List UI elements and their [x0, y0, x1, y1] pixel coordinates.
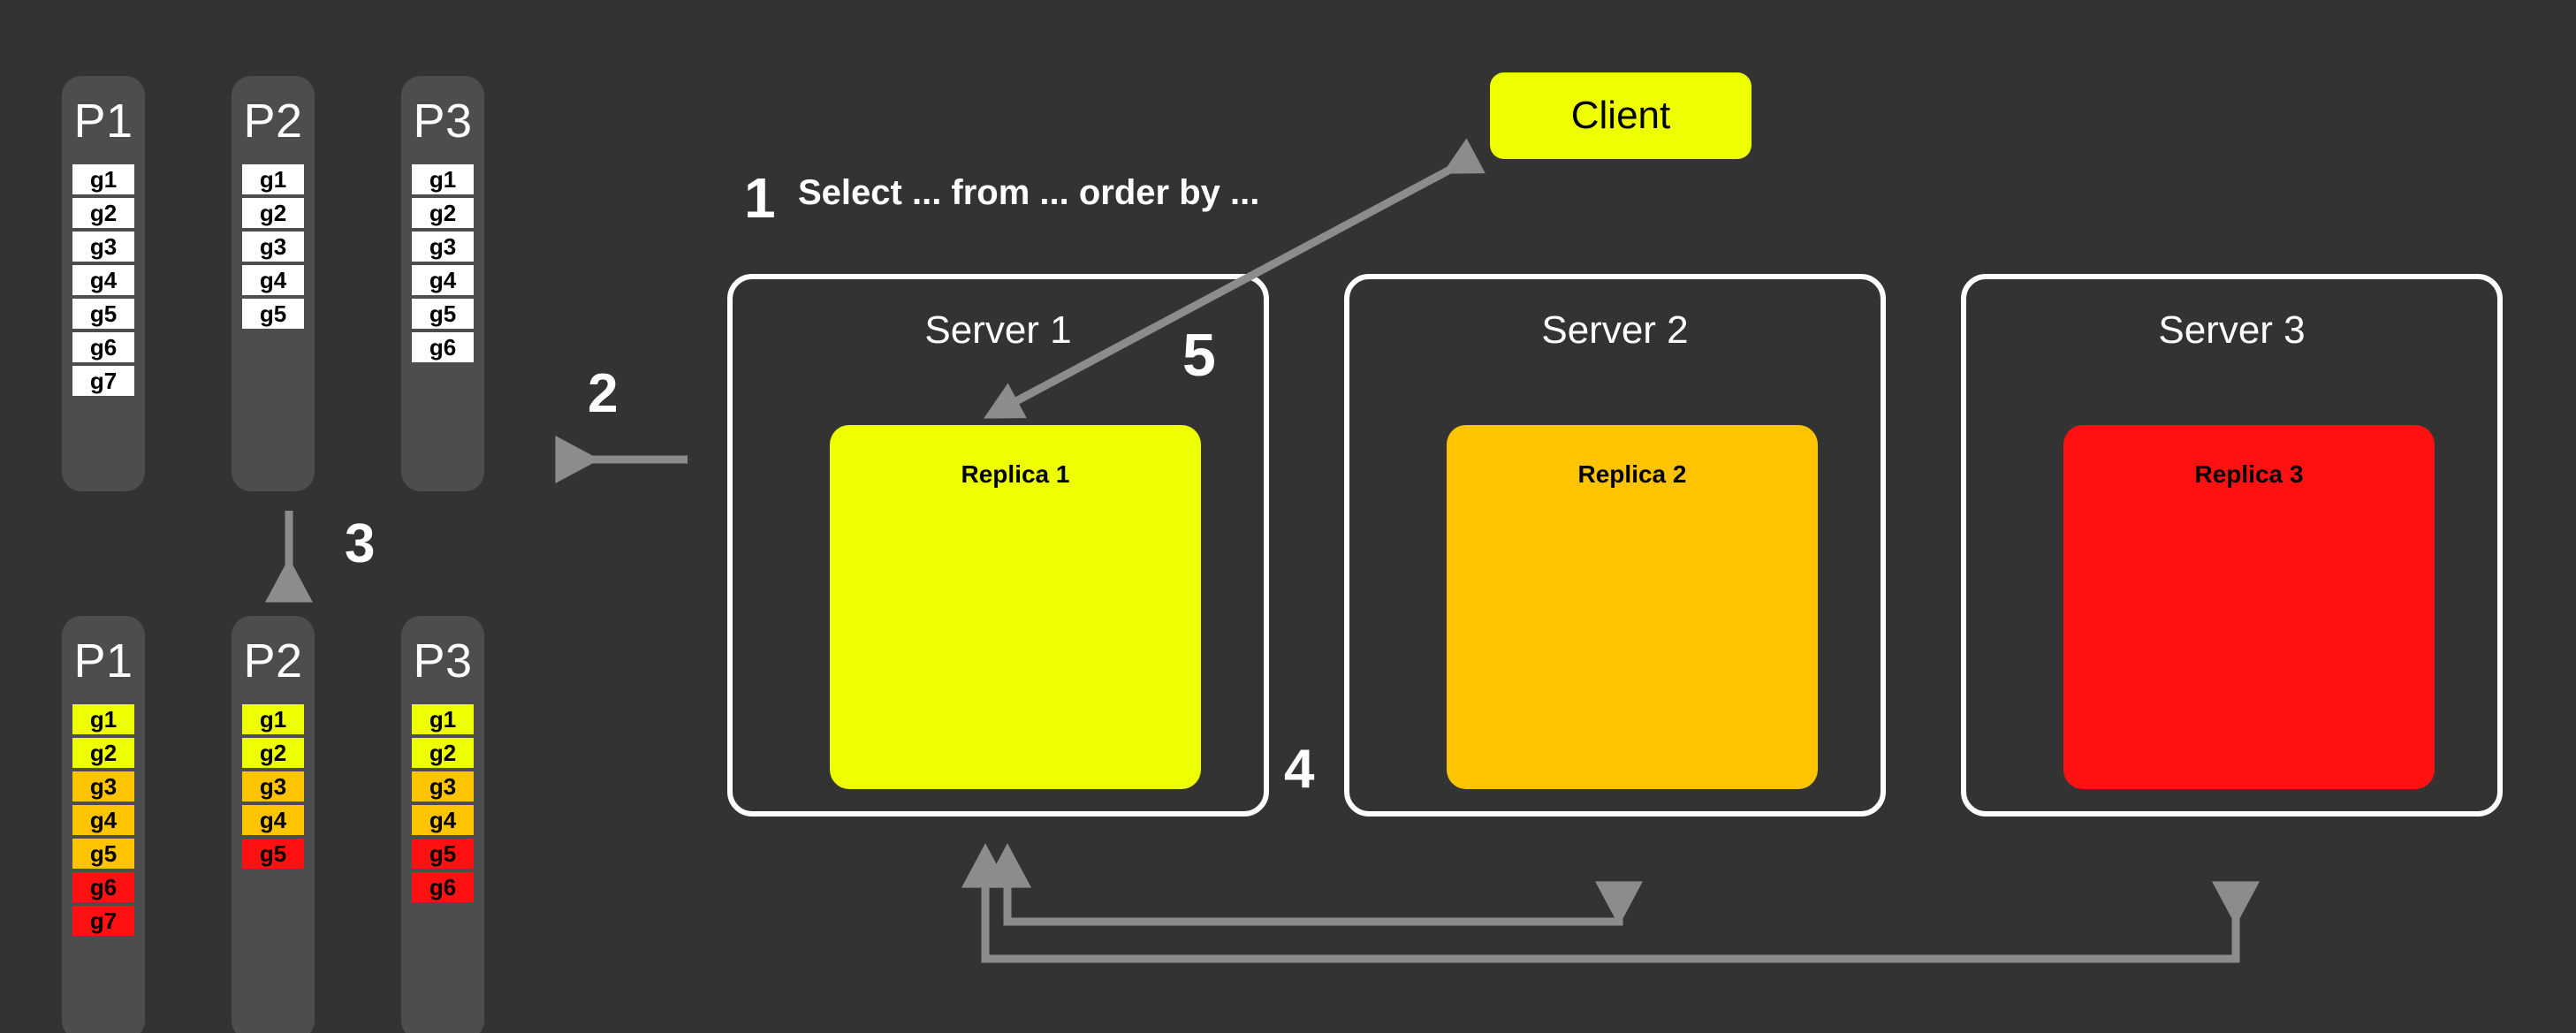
- partition-title: P3: [413, 95, 473, 148]
- partition-cell: g5: [412, 839, 474, 869]
- partition-cell-list: g1 g2 g3 g4 g5 g6 g7: [72, 704, 134, 939]
- partition-cell-list: g1 g2 g3 g4 g5 g6 g7: [72, 164, 134, 399]
- partition-cell: g7: [72, 906, 134, 936]
- server-title: Server 1: [924, 308, 1072, 352]
- client-box[interactable]: Client: [1490, 72, 1752, 159]
- partition-column-bottom-p1: P1 g1 g2 g3 g4 g5 g6 g7: [62, 616, 145, 1033]
- partition-cell: g4: [242, 805, 304, 835]
- partition-cell: g3: [72, 232, 134, 262]
- partition-column-bottom-p2: P2 g1 g2 g3 g4 g5: [232, 616, 315, 1033]
- partition-cell: g2: [242, 198, 304, 228]
- partition-cell: g6: [412, 872, 474, 902]
- partition-column-top-p3: P3 g1 g2 g3 g4 g5 g6: [401, 76, 484, 491]
- partition-cell: g1: [72, 164, 134, 194]
- step-number-1: 1: [744, 166, 776, 230]
- partition-cell: g3: [242, 232, 304, 262]
- partition-column-top-p2: P2 g1 g2 g3 g4 g5: [232, 76, 315, 491]
- partition-cell: g4: [72, 805, 134, 835]
- arrow-step-4-outer: [961, 843, 2260, 963]
- partition-cell: g5: [72, 299, 134, 329]
- replica-box-3: Replica 3: [2063, 425, 2435, 789]
- partition-cell: g6: [412, 332, 474, 362]
- query-text: Select ... from ... order by ...: [798, 173, 1260, 212]
- partition-title: P2: [243, 634, 303, 687]
- partition-cell: g2: [412, 198, 474, 228]
- partition-cell: g5: [412, 299, 474, 329]
- partition-cell: g1: [412, 704, 474, 734]
- step-number-3: 3: [345, 513, 376, 574]
- partition-title: P3: [413, 634, 473, 687]
- partition-cell: g3: [242, 771, 304, 801]
- server-title: Server 2: [1541, 308, 1689, 352]
- partition-cell-list: g1 g2 g3 g4 g5: [242, 704, 304, 872]
- partition-cell-list: g1 g2 g3 g4 g5 g6: [412, 164, 474, 366]
- partition-cell: g3: [412, 771, 474, 801]
- partition-cell: g1: [242, 164, 304, 194]
- partition-cell: g1: [72, 704, 134, 734]
- partition-cell: g5: [72, 839, 134, 869]
- partition-cell: g4: [412, 265, 474, 295]
- partition-title: P2: [243, 95, 303, 148]
- partition-title: P1: [73, 95, 133, 148]
- partition-cell: g7: [72, 366, 134, 396]
- partition-cell: g1: [412, 164, 474, 194]
- partition-cell: g5: [242, 299, 304, 329]
- partition-cell: g5: [242, 839, 304, 869]
- partition-column-bottom-p3: P3 g1 g2 g3 g4 g5 g6: [401, 616, 484, 1033]
- server-title: Server 3: [2158, 308, 2306, 352]
- arrow-step-4-inner: [984, 843, 1643, 926]
- partition-column-top-p1: P1 g1 g2 g3 g4 g5 g6 g7: [62, 76, 145, 491]
- partition-cell: g1: [242, 704, 304, 734]
- partition-cell: g6: [72, 332, 134, 362]
- partition-cell-list: g1 g2 g3 g4 g5: [242, 164, 304, 332]
- server-box-2: Server 2 Replica 2: [1344, 274, 1886, 817]
- partition-cell-list: g1 g2 g3 g4 g5 g6: [412, 704, 474, 906]
- partition-cell: g6: [72, 872, 134, 902]
- partition-cell: g3: [412, 232, 474, 262]
- partition-cell: g4: [412, 805, 474, 835]
- partition-cell: g2: [412, 738, 474, 768]
- partition-cell: g4: [72, 265, 134, 295]
- replica-box-1: Replica 1: [830, 425, 1201, 789]
- partition-cell: g2: [72, 198, 134, 228]
- server-box-3: Server 3 Replica 3: [1961, 274, 2503, 817]
- partition-title: P1: [73, 634, 133, 687]
- replica-box-2: Replica 2: [1447, 425, 1818, 789]
- step-number-2: 2: [588, 363, 619, 424]
- server-box-1: Server 1 Replica 1: [727, 274, 1269, 817]
- partition-cell: g4: [242, 265, 304, 295]
- partition-cell: g2: [72, 738, 134, 768]
- partition-cell: g2: [242, 738, 304, 768]
- partition-cell: g3: [72, 771, 134, 801]
- step-number-4: 4: [1284, 739, 1315, 800]
